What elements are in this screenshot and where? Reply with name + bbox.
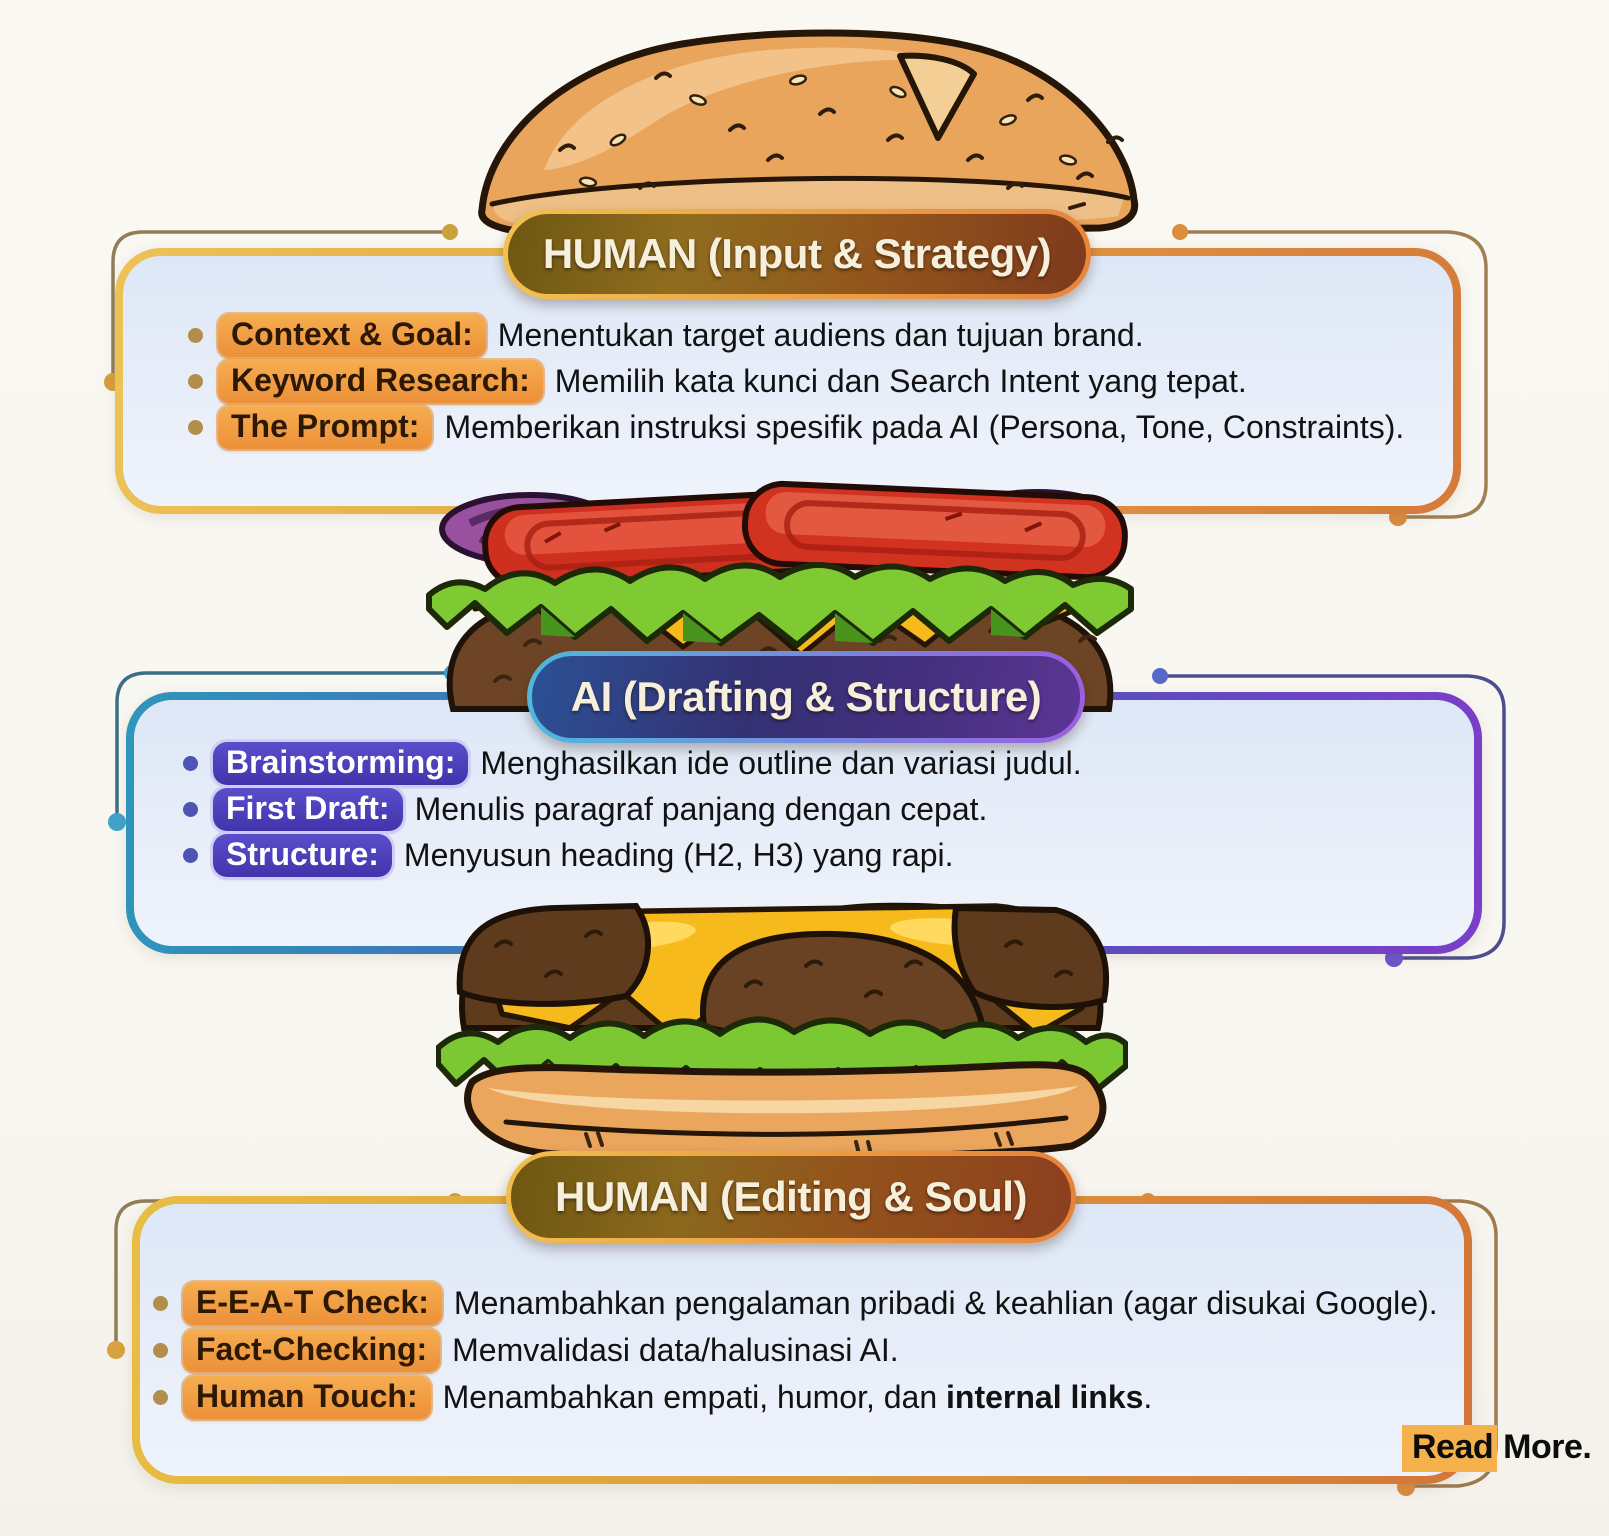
header-human-input: HUMAN (Input & Strategy) <box>503 209 1091 299</box>
bullet-icon <box>153 1343 168 1358</box>
top-bun-illustration <box>478 29 1139 238</box>
item-text: Menghasilkan ide outline dan variasi jud… <box>480 744 1082 781</box>
header-human-editing-label: HUMAN (Editing & Soul) <box>555 1173 1027 1220</box>
list-item: E-E-A-T Check: Menambahkan pengalaman pr… <box>153 1280 1438 1327</box>
middle-toppings-illustration <box>426 480 1134 712</box>
header-human-input-label: HUMAN (Input & Strategy) <box>542 230 1052 277</box>
list-item: Keyword Research: Memilih kata kunci dan… <box>188 358 1404 404</box>
list-item: Brainstorming: Menghasilkan ide outline … <box>183 740 1082 786</box>
bullet-icon <box>153 1390 168 1405</box>
human-input-list: Context & Goal: Menentukan target audien… <box>188 312 1404 450</box>
read-more-highlight: Read <box>1402 1425 1498 1472</box>
header-ai-drafting: AI (Drafting & Structure) <box>527 651 1085 743</box>
header-ai-drafting-label: AI (Drafting & Structure) <box>570 673 1042 720</box>
human-editing-list: E-E-A-T Check: Menambahkan pengalaman pr… <box>153 1280 1438 1421</box>
list-item: Context & Goal: Menentukan target audien… <box>188 312 1404 358</box>
list-item: Human Touch: Menambahkan empati, humor, … <box>153 1374 1438 1421</box>
patty-right-lobe <box>951 904 1109 1010</box>
bottom-stack-illustration <box>436 902 1128 1162</box>
patty-texture <box>494 929 1073 998</box>
bullet-icon <box>183 847 198 863</box>
item-text: Menyusun heading (H2, H3) yang rapi. <box>403 836 954 873</box>
item-text: Memberikan instruksi spesifik pada AI (P… <box>444 408 1405 445</box>
lettuce-shadow <box>541 607 1025 643</box>
bullet-icon <box>188 327 203 343</box>
item-text: Menentukan target audiens dan tujuan bra… <box>497 316 1144 353</box>
bullet-icon <box>153 1296 168 1311</box>
list-item: Structure: Menyusun heading (H2, H3) yan… <box>183 832 1082 878</box>
item-text: Memvalidasi data/halusinasi AI. <box>452 1332 899 1368</box>
header-human-editing: HUMAN (Editing & Soul) <box>506 1151 1076 1243</box>
list-item: The Prompt: Memberikan instruksi spesifi… <box>188 404 1404 450</box>
bullet-icon <box>183 755 198 771</box>
list-item: Fact-Checking: Memvalidasi data/halusina… <box>153 1327 1438 1374</box>
read-more-rest: More. <box>1503 1428 1592 1466</box>
item-label: Fact-Checking: <box>183 1329 441 1372</box>
item-text: Menambahkan pengalaman pribadi & keahlia… <box>453 1285 1438 1321</box>
item-label: The Prompt: <box>218 405 433 449</box>
patty-left-lobe <box>456 902 651 1007</box>
item-label: Keyword Research: <box>218 359 543 403</box>
item-text: Menulis paragraf panjang dengan cepat. <box>414 790 988 827</box>
item-label: Context & Goal: <box>218 313 486 357</box>
item-label: E-E-A-T Check: <box>183 1282 442 1325</box>
item-label: First Draft: <box>213 787 403 831</box>
lettuce <box>426 562 1134 648</box>
bullet-icon <box>188 419 203 435</box>
item-label: Brainstorming: <box>213 741 469 785</box>
item-text: Memilih kata kunci dan Search Intent yan… <box>554 362 1247 399</box>
bullet-icon <box>188 373 203 389</box>
tomato-slices <box>482 480 1128 589</box>
item-label: Structure: <box>213 833 392 877</box>
item-text: Menambahkan empati, humor, dan internal … <box>442 1379 1153 1415</box>
item-label: Human Touch: <box>183 1376 431 1419</box>
list-item: First Draft: Menulis paragraf panjang de… <box>183 786 1082 832</box>
bullet-icon <box>183 801 198 817</box>
card-human-editing <box>132 1196 1472 1484</box>
ai-drafting-list: Brainstorming: Menghasilkan ide outline … <box>183 740 1082 878</box>
